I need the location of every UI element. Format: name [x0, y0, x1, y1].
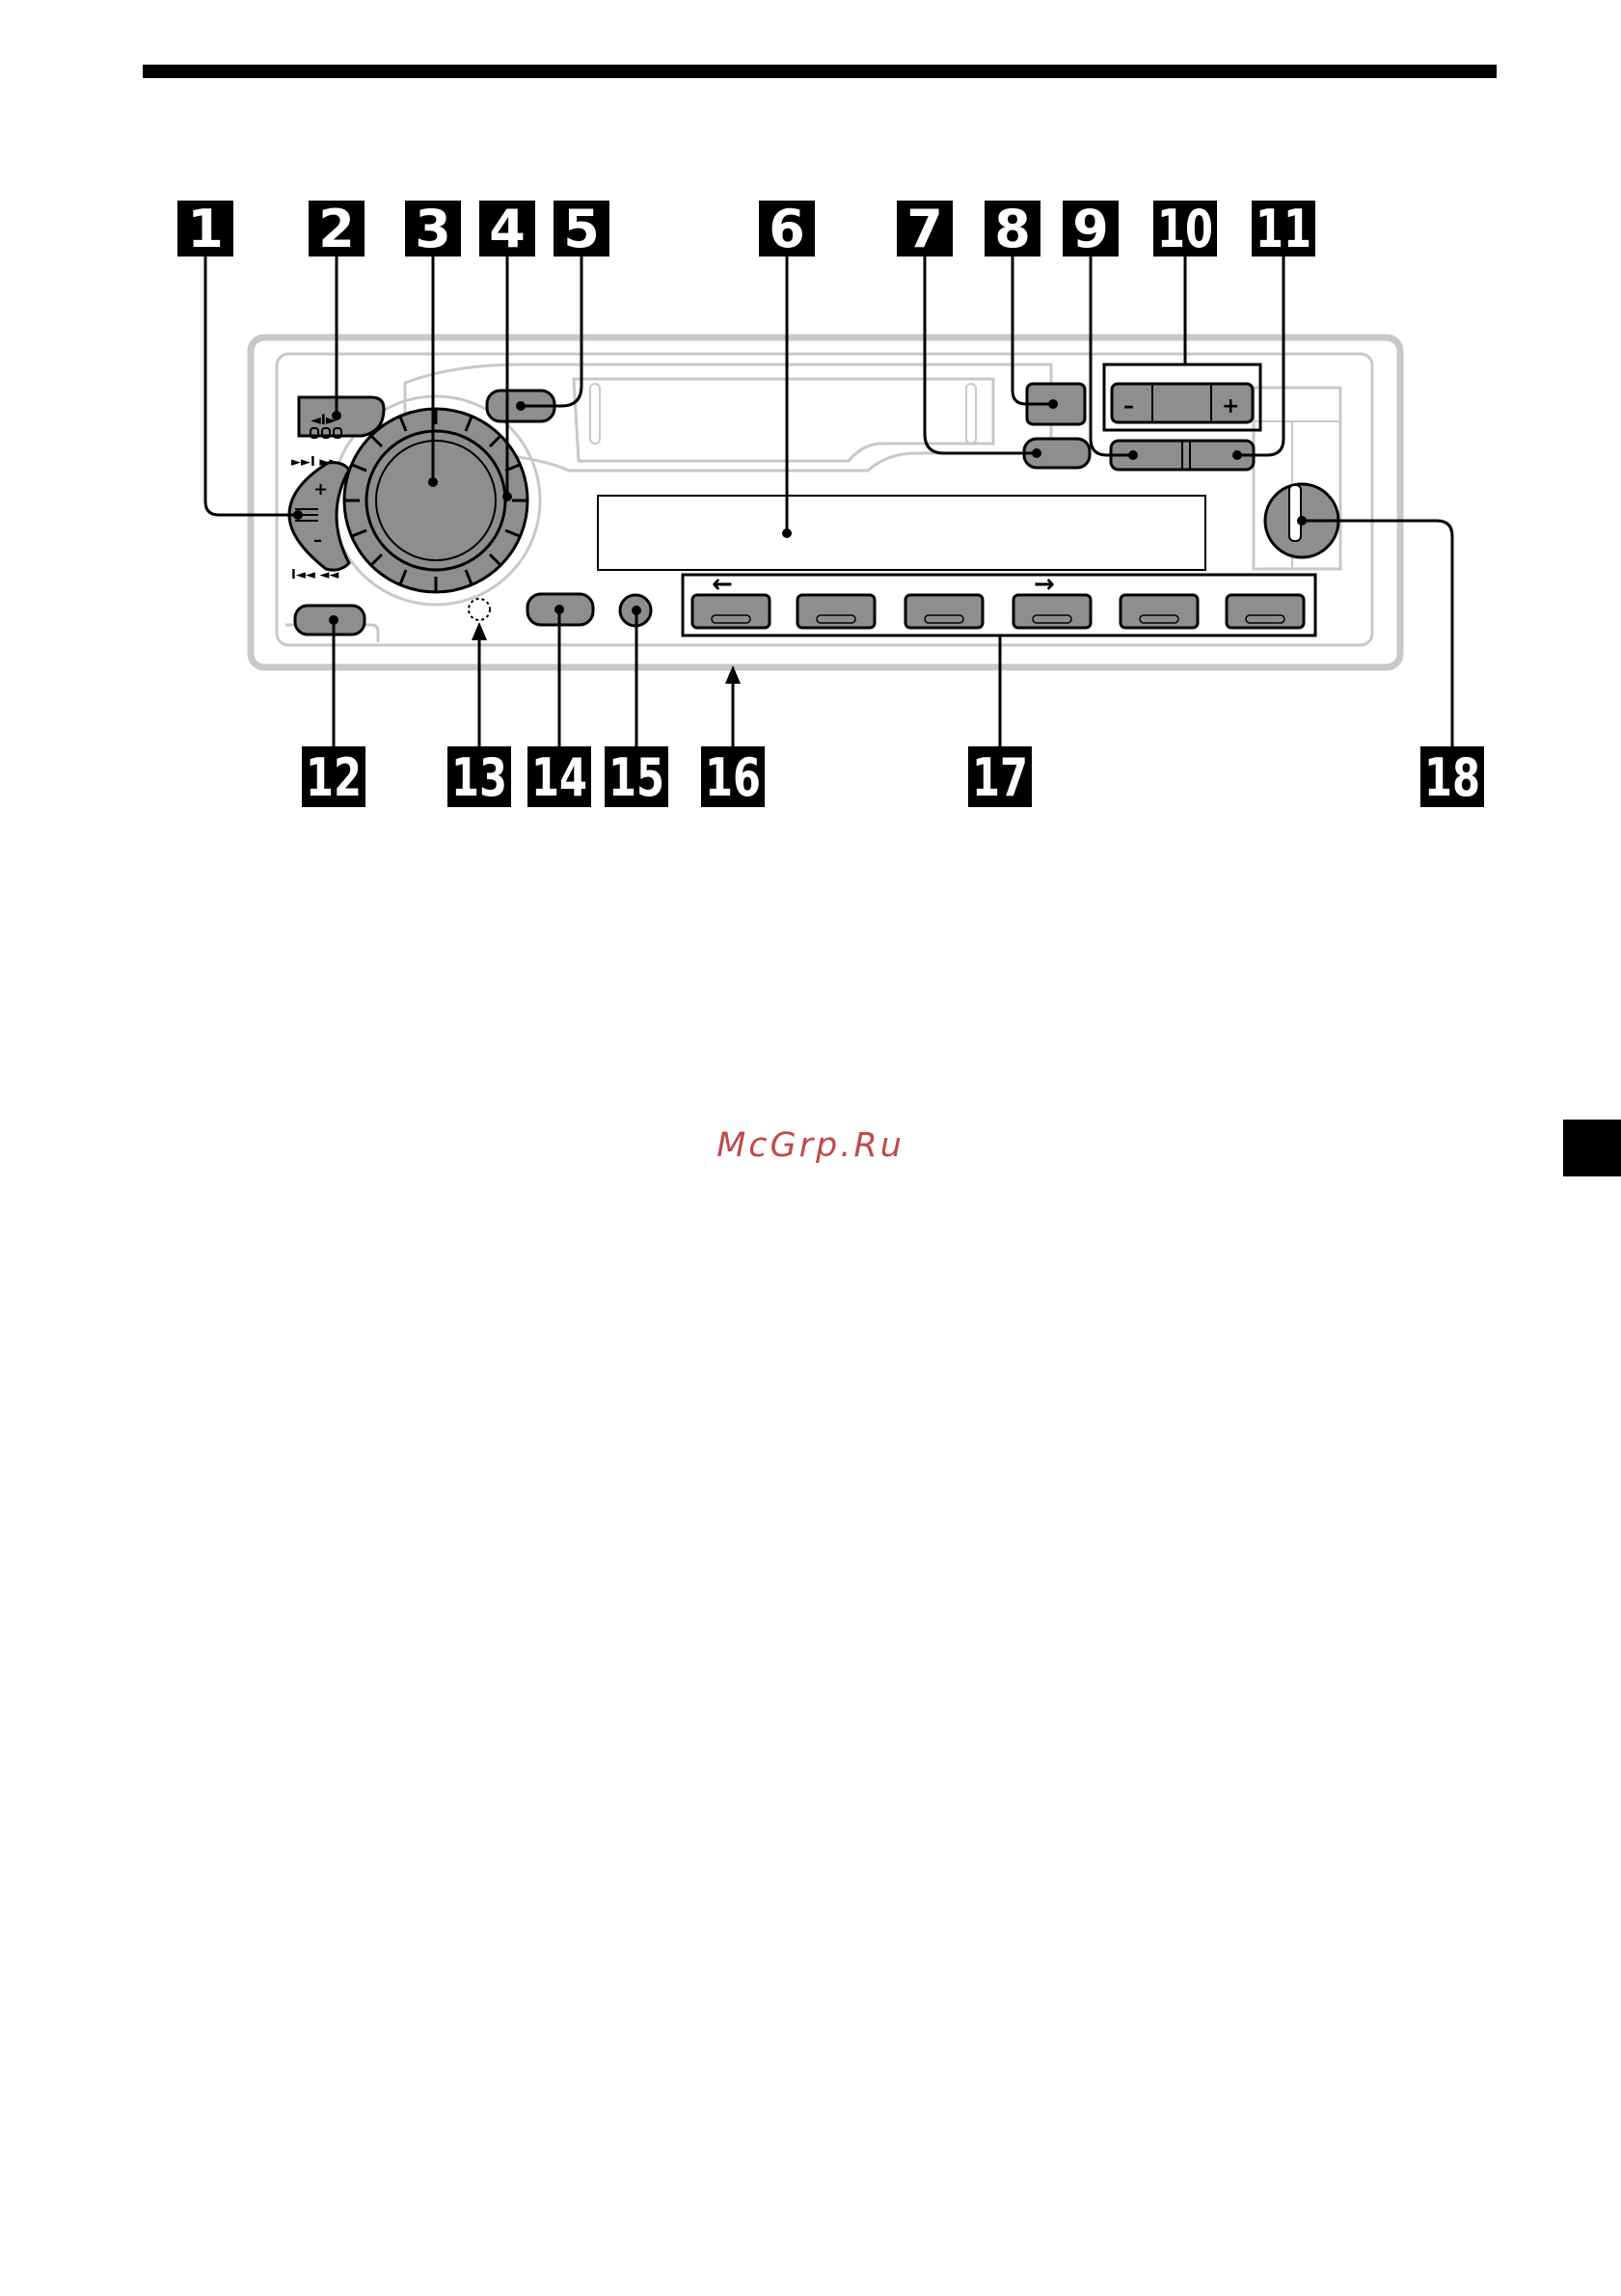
rocker-plus-label: + [1222, 394, 1239, 419]
display-window [598, 496, 1205, 570]
arrowhead-13 [472, 622, 487, 640]
callout-label-14: 14 [531, 747, 587, 808]
bracket-17 [683, 575, 1315, 635]
callout-label-7: 7 [906, 199, 943, 259]
preset-buttons[interactable] [692, 595, 1304, 628]
callout-label-1: 1 [187, 199, 224, 259]
rocker-minus-label: – [1123, 394, 1134, 419]
callout-label-6: 6 [769, 199, 805, 259]
seek-plus-label: + [313, 479, 328, 500]
callouts-bottom: 12 13 14 15 16 17 18 [302, 746, 1484, 808]
seek-minus-label: – [313, 530, 322, 551]
callout-label-15: 15 [608, 747, 664, 808]
callout-label-17: 17 [972, 747, 1028, 808]
callout-label-13: 13 [451, 747, 507, 808]
watermark: McGrp.Ru [0, 1126, 1621, 1165]
callout-label-10: 10 [1157, 199, 1213, 259]
callout-label-9: 9 [1072, 199, 1109, 259]
callout-label-12: 12 [306, 747, 362, 808]
callout-label-5: 5 [563, 199, 600, 259]
callout-label-2: 2 [318, 199, 355, 259]
callout-label-4: 4 [489, 199, 526, 259]
callouts-top: 1 2 3 4 5 6 7 8 9 10 11 [177, 199, 1315, 259]
callout-label-11: 11 [1256, 199, 1311, 259]
volume-knob[interactable] [366, 431, 505, 570]
callout-label-8: 8 [994, 199, 1031, 259]
receptor-sensor [469, 599, 490, 620]
release-button[interactable]: ◄I► [299, 397, 384, 438]
callout-label-3: 3 [415, 199, 451, 259]
callout-label-18: 18 [1424, 747, 1480, 808]
callout-label-16: 16 [705, 747, 761, 808]
